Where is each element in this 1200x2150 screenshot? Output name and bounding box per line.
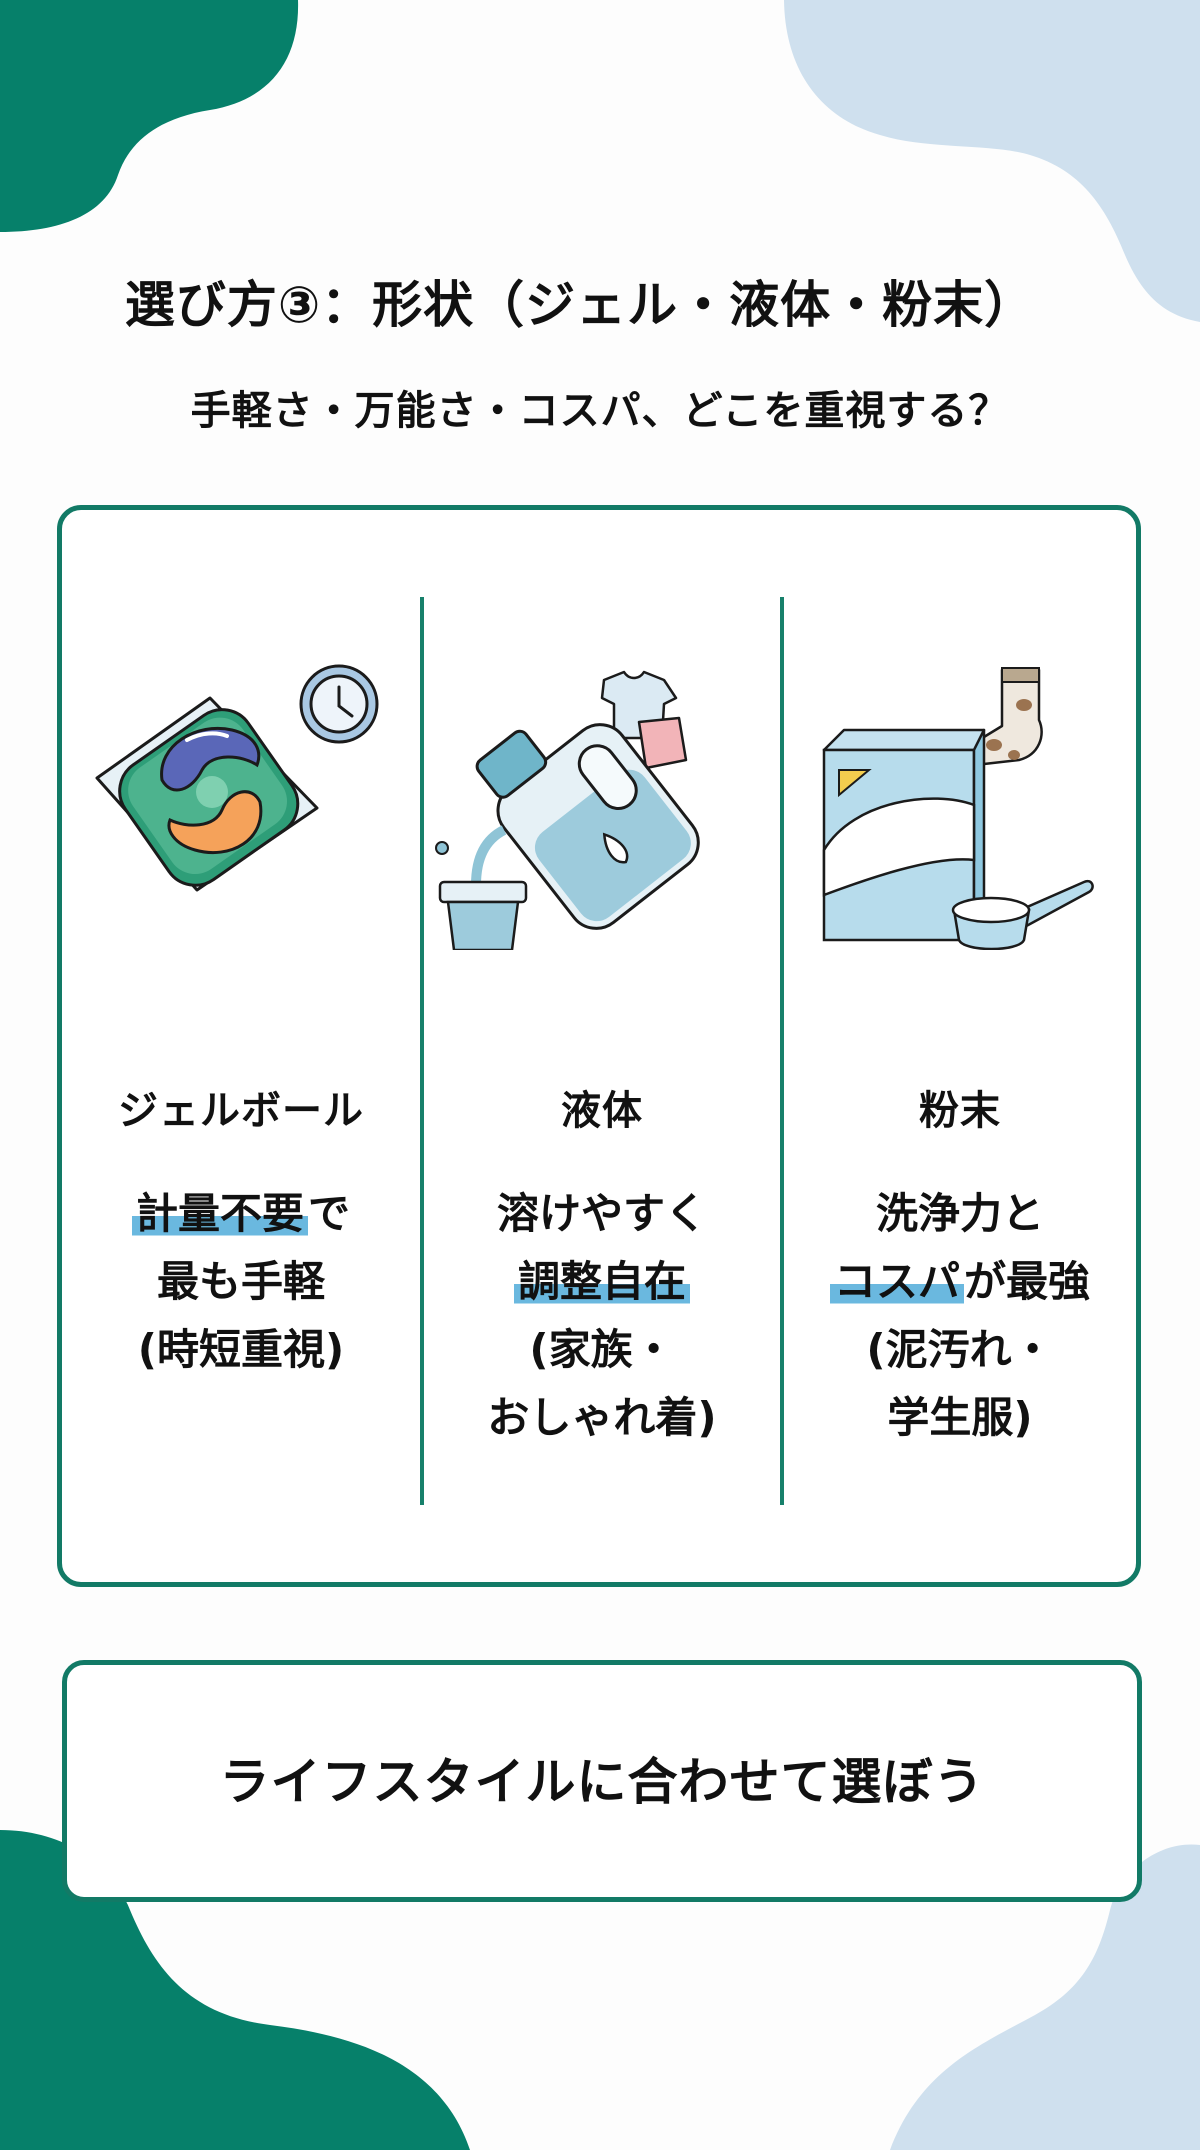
column-description: 計量不要で 最も手軽 (時短重視)	[62, 1180, 420, 1384]
column-title: ジェルボール	[118, 1088, 364, 1134]
column-liquid: 液体 溶けやすく 調整自在 (家族・ おしゃれ着)	[424, 510, 780, 1582]
conclusion-box: ライフスタイルに合わせて選ぼう	[62, 1660, 1142, 1902]
blue-blob-bottom-right	[860, 1830, 1200, 2150]
gel-pod-with-clock-icon	[62, 660, 420, 924]
page-subtitle: 手軽さ・万能さ・コスパ、どこを重視する？	[190, 388, 1010, 434]
column-description: 洗浄力と コスパが最強 (泥汚れ・ 学生服)	[784, 1180, 1136, 1452]
blue-blob-top-right	[760, 0, 1200, 330]
column-divider	[780, 597, 784, 1505]
powder-box-with-scoop-icon	[784, 660, 1136, 954]
column-gelball: ジェルボール 計量不要で 最も手軽 (時短重視)	[62, 510, 420, 1582]
conclusion-message: ライフスタイルに合わせて選ぼう	[219, 1753, 985, 1811]
highlighted-text: 調整自在	[513, 1257, 690, 1306]
column-title: 液体	[561, 1088, 643, 1134]
green-blob-bottom-left	[0, 1800, 500, 2150]
page-title: 選び方③：形状（ジェル・液体・粉末）	[124, 276, 1036, 334]
liquid-bottle-pouring-icon	[424, 660, 780, 954]
comparison-card: ジェルボール 計量不要で 最も手軽 (時短重視)	[57, 505, 1141, 1587]
green-blob-top-left	[0, 0, 320, 240]
highlighted-text: 計量不要	[131, 1189, 308, 1238]
column-powder: 粉末 洗浄力と コスパが最強 (泥汚れ・ 学生服)	[784, 510, 1136, 1582]
column-divider	[420, 597, 424, 1505]
highlighted-text: コスパ	[829, 1257, 964, 1306]
column-title: 粉末	[919, 1088, 1001, 1134]
column-description: 溶けやすく 調整自在 (家族・ おしゃれ着)	[487, 1189, 717, 1442]
